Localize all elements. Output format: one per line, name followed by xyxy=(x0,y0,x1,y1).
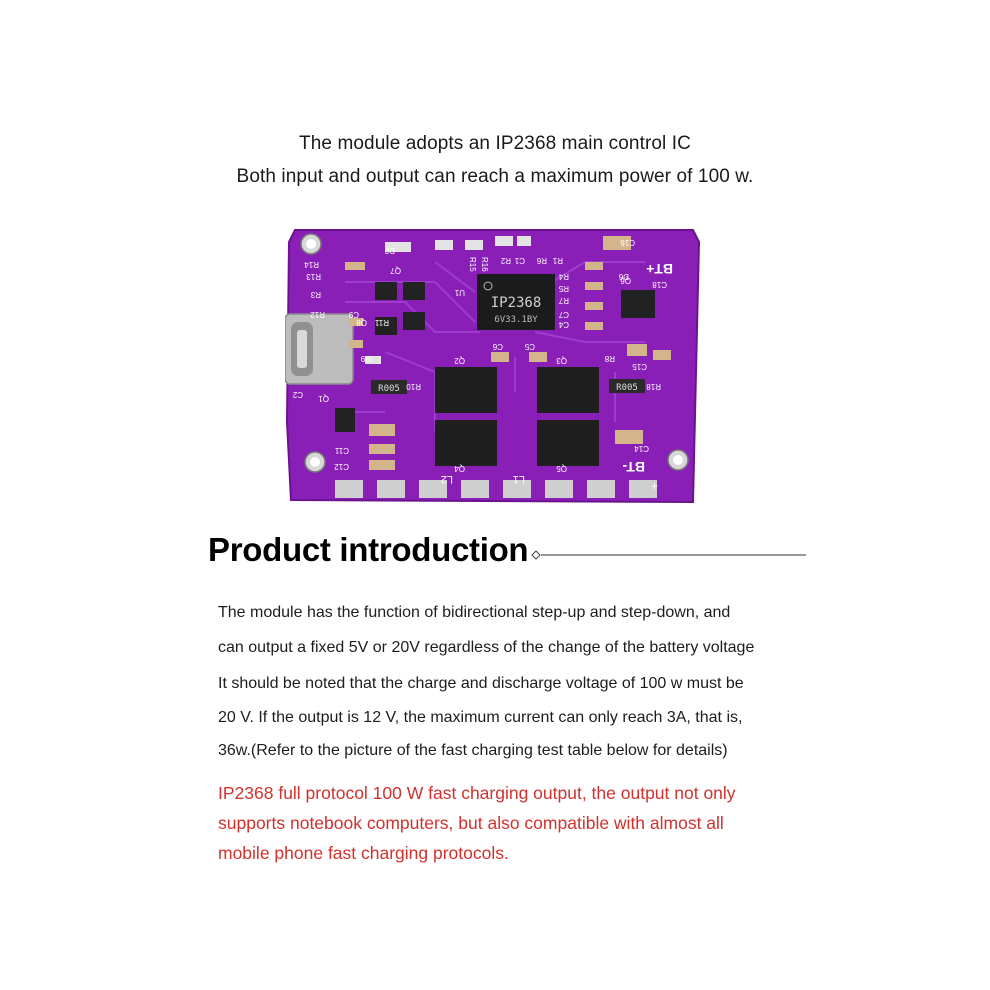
small-ics xyxy=(335,282,655,432)
silk-q8: Q8 xyxy=(356,318,367,327)
silk-q4: Q4 xyxy=(454,464,465,473)
mosfet-group xyxy=(435,367,599,466)
paragraph-line-5: 36w.(Refer to the picture of the fast ch… xyxy=(218,742,728,759)
silk-c2: C2 xyxy=(292,390,303,399)
silk-r9: R9 xyxy=(360,354,371,363)
silk-r2: R2 xyxy=(500,256,511,265)
silk-u1: U1 xyxy=(454,288,465,297)
silk-c16: C16 xyxy=(620,238,635,247)
silk-r15: R15 xyxy=(468,257,477,272)
mounting-holes xyxy=(300,233,689,473)
silk-bt-plus: BT+ xyxy=(646,261,673,277)
edge-pads xyxy=(335,480,657,498)
chip-marking: IP2368 xyxy=(491,295,542,311)
diamond-icon xyxy=(531,550,541,560)
silk-q6: Q6 xyxy=(620,276,631,285)
silk-r3: R3 xyxy=(310,290,321,299)
silk-plus: + xyxy=(651,479,658,493)
header-line-2: Both input and output can reach a maximu… xyxy=(236,166,754,187)
silk-r1: R1 xyxy=(552,256,563,265)
silk-c6: C6 xyxy=(492,342,503,351)
title-decorative-rule xyxy=(531,550,806,560)
silk-r12: R12 xyxy=(310,310,325,319)
chip-code: 6V33.1BY xyxy=(494,315,538,325)
shunt-left-code: R005 xyxy=(378,384,400,394)
usb-c-connector xyxy=(285,313,354,385)
silk-q5: Q5 xyxy=(556,464,567,473)
passive-components xyxy=(345,236,671,470)
silk-r10: R10 xyxy=(406,382,421,391)
pcb-board-image: IP2368 6V33.1BY xyxy=(285,222,705,504)
silk-r16: R16 xyxy=(480,257,489,272)
highlight-line-2: supports notebook computers, but also co… xyxy=(218,813,724,833)
silk-q3: Q3 xyxy=(556,356,567,365)
silk-c12: C12 xyxy=(334,462,349,471)
shunt-right-code: R005 xyxy=(616,383,638,393)
silk-r13: R13 xyxy=(306,272,321,281)
paragraph-line-2: can output a fixed 5V or 20V regardless … xyxy=(218,639,755,656)
silk-c1: C1 xyxy=(514,256,525,265)
highlight-line-3: mobile phone fast charging protocols. xyxy=(218,843,509,863)
silk-c9: C9 xyxy=(348,310,359,319)
silk-d2: D2 xyxy=(384,246,395,255)
silk-r11: R11 xyxy=(374,318,389,327)
mosfet-q5 xyxy=(537,420,599,466)
silk-r8: R8 xyxy=(604,354,615,363)
silk-c18: C18 xyxy=(652,280,667,289)
silk-l1: L1 xyxy=(513,473,525,485)
silk-r7: R7 xyxy=(558,296,569,305)
ip2368-chip: IP2368 6V33.1BY xyxy=(477,274,555,330)
silk-q1: Q1 xyxy=(318,394,329,403)
paragraph-line-3: It should be noted that the charge and d… xyxy=(218,675,744,692)
section-title: Product introduction xyxy=(208,531,529,568)
paragraph-line-4: 20 V. If the output is 12 V, the maximum… xyxy=(218,709,743,726)
silk-c14: C14 xyxy=(634,444,649,453)
silk-q2: Q2 xyxy=(454,356,465,365)
paragraph-line-1: The module has the function of bidirecti… xyxy=(218,604,731,621)
silk-r4: R4 xyxy=(558,272,569,281)
silk-bt-minus: BT- xyxy=(622,459,645,475)
silk-c5: C5 xyxy=(524,342,535,351)
mosfet-q4 xyxy=(435,420,497,466)
silk-c4: C4 xyxy=(558,320,569,329)
silk-d6: D6 xyxy=(618,272,629,281)
silk-q7: Q7 xyxy=(390,266,401,275)
header-line-1: The module adopts an IP2368 main control… xyxy=(299,133,691,154)
silkscreen-labels: BT+ BT- + L1 L2 C16 C18 C15 C14 C2 C11 C… xyxy=(292,238,673,493)
silk-r18: R18 xyxy=(646,382,661,391)
silk-c11: C11 xyxy=(334,446,349,455)
silk-c15: C15 xyxy=(632,362,647,371)
mosfet-q3 xyxy=(537,367,599,413)
silk-r6: R6 xyxy=(536,256,547,265)
highlight-line-1: IP2368 full protocol 100 W fast charging… xyxy=(218,783,736,803)
shunt-resistors: R005 R005 xyxy=(371,379,645,394)
silk-r14: R14 xyxy=(304,260,319,269)
silk-l2: L2 xyxy=(441,473,453,485)
silk-r5: R5 xyxy=(558,284,569,293)
mosfet-q2 xyxy=(435,367,497,413)
silk-c7: C7 xyxy=(558,310,569,319)
